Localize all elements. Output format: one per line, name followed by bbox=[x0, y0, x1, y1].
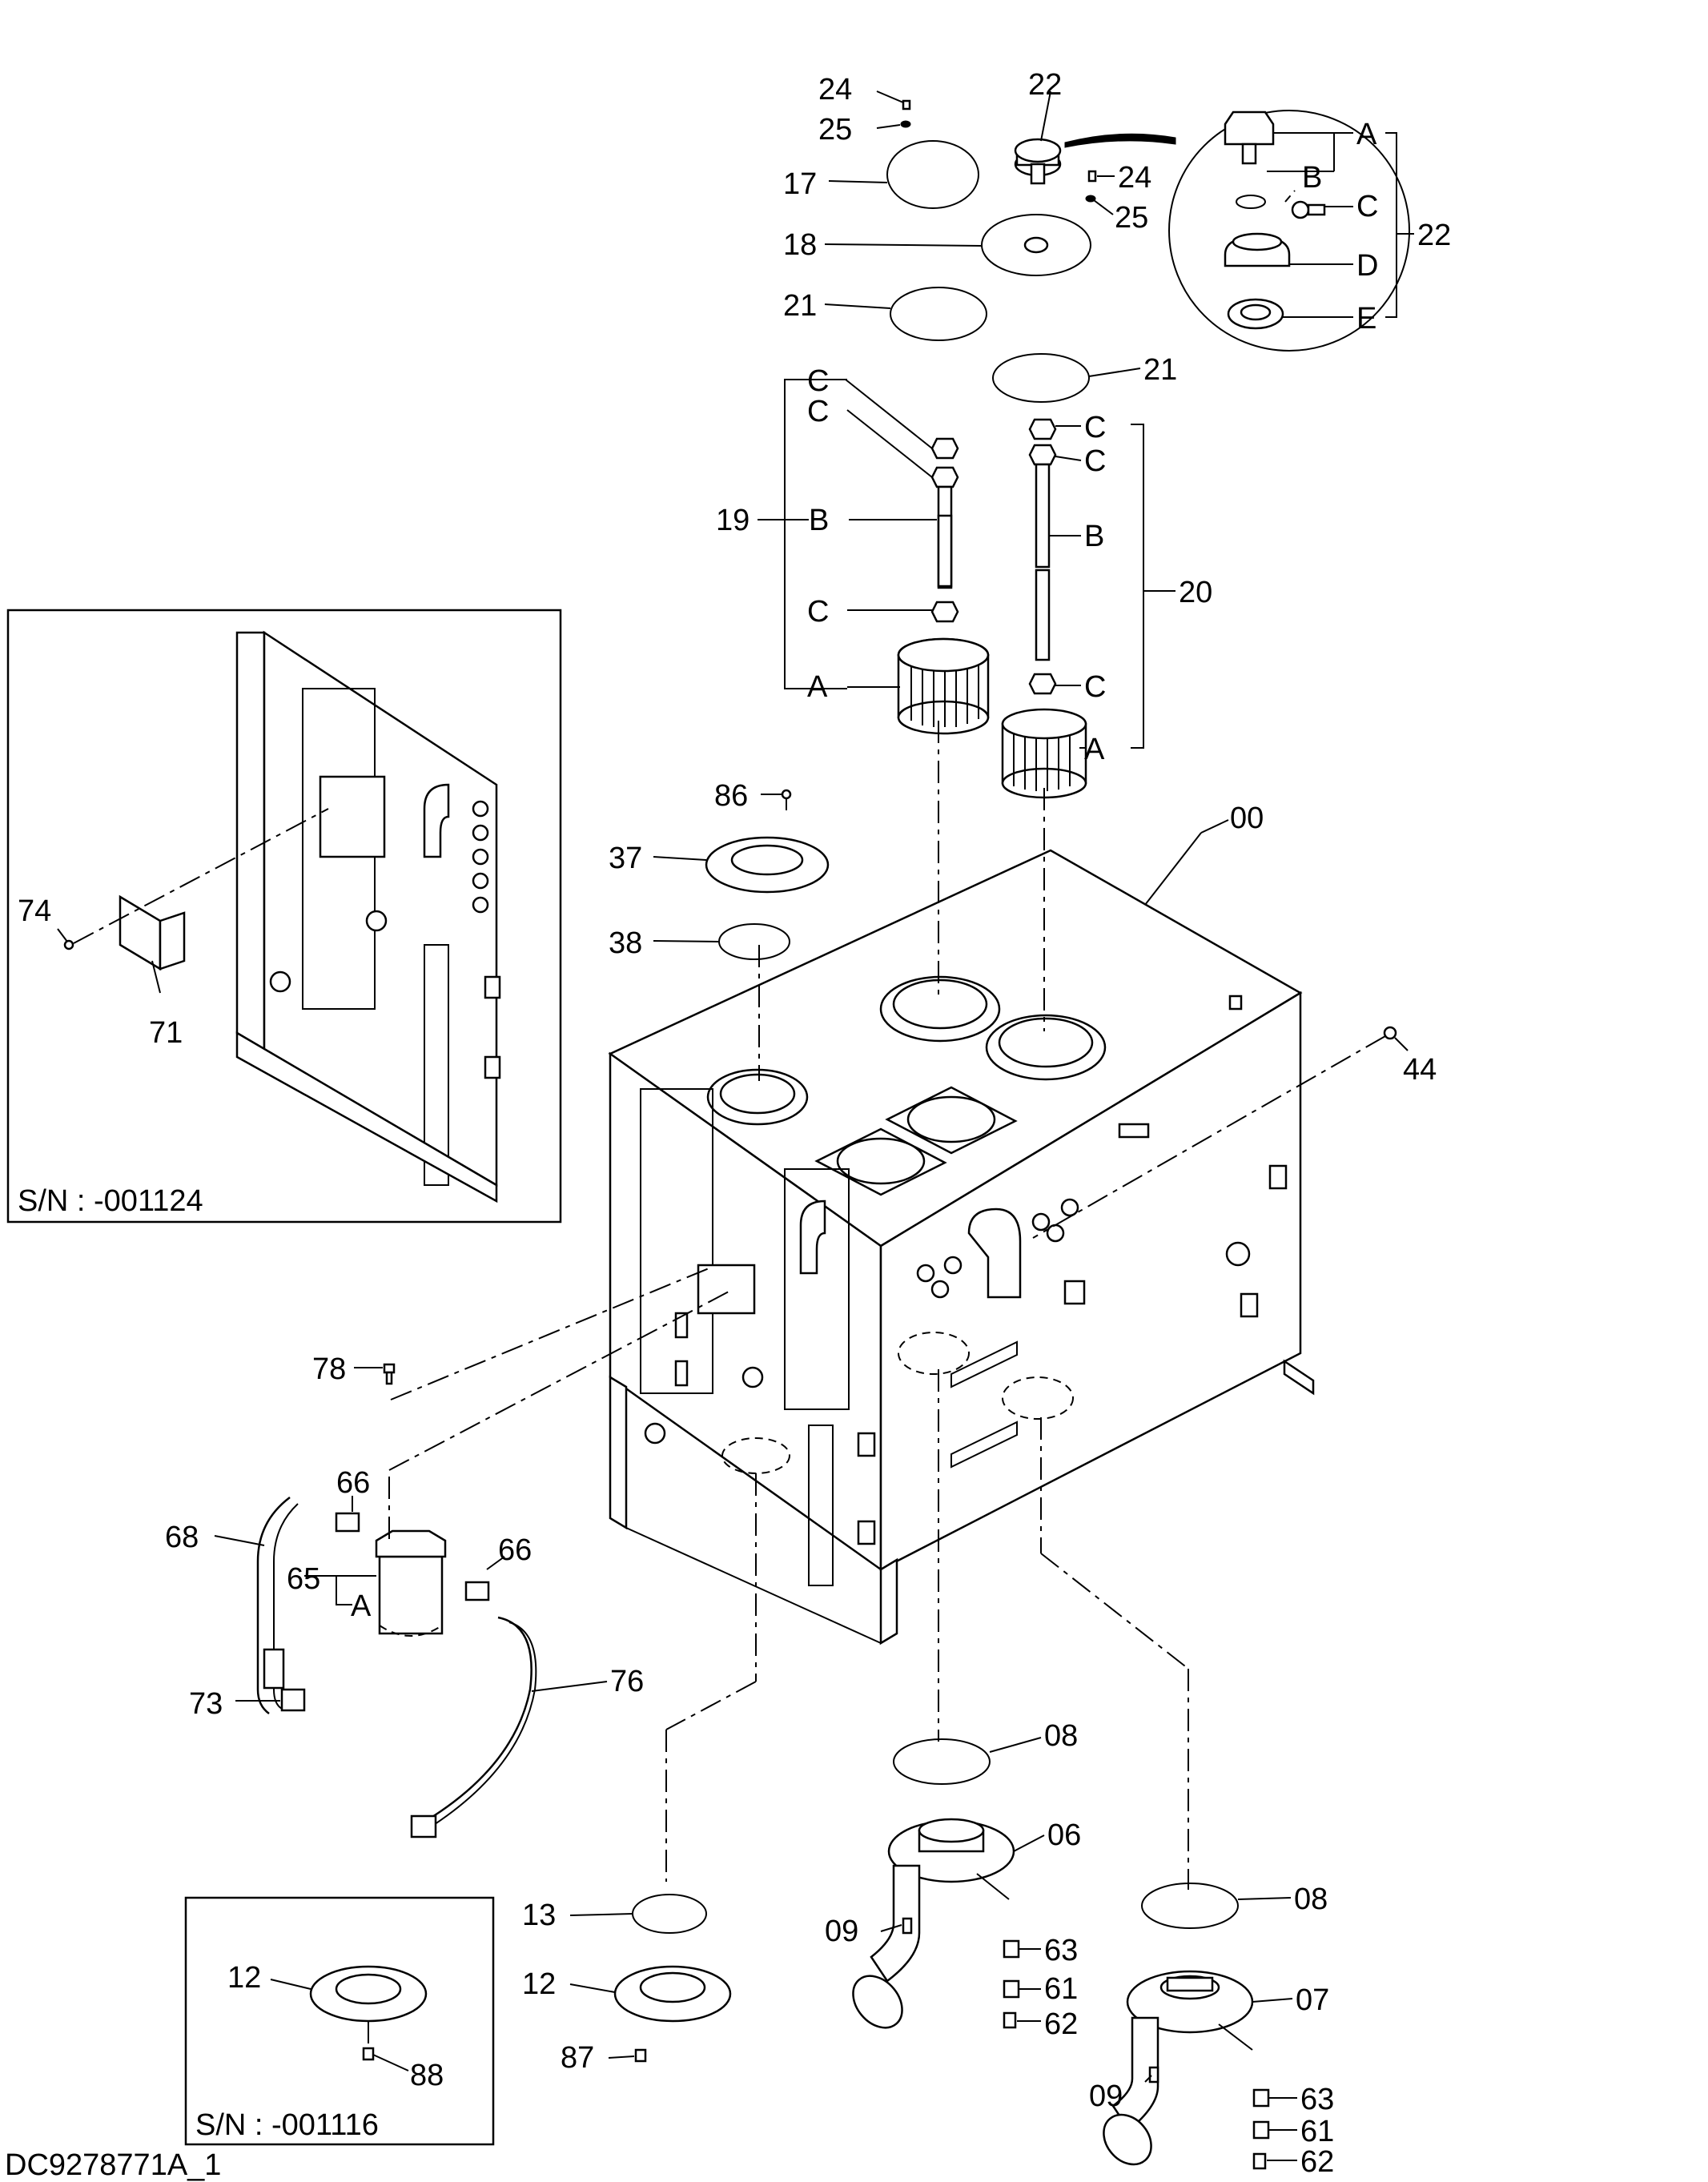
label-13: 13 bbox=[522, 1899, 556, 1932]
label-19C1: C bbox=[807, 364, 829, 398]
label-66b: 66 bbox=[498, 1533, 532, 1567]
tank-bolts bbox=[354, 1026, 1409, 1400]
inset-bottom-serial: S/N : -001116 bbox=[195, 2108, 379, 2142]
label-20C2: C bbox=[1084, 444, 1106, 478]
label-62a: 62 bbox=[1044, 2007, 1078, 2041]
label-19A: A bbox=[807, 670, 828, 704]
label-09b: 09 bbox=[1089, 2080, 1123, 2113]
label-44: 44 bbox=[1403, 1053, 1437, 1087]
label-22C: C bbox=[1356, 190, 1378, 223]
label-62b: 62 bbox=[1300, 2145, 1334, 2179]
misc-leaders bbox=[1144, 819, 1229, 906]
upper-left-flange-parts bbox=[653, 789, 830, 960]
label-19C3: C bbox=[807, 595, 829, 629]
label-88: 88 bbox=[410, 2059, 444, 2092]
inset-box-top bbox=[6, 609, 562, 1224]
label-20C3: C bbox=[1084, 670, 1106, 704]
label-22B: B bbox=[1302, 161, 1322, 195]
label-61a: 61 bbox=[1044, 1972, 1078, 2006]
label-78: 78 bbox=[312, 1352, 346, 1386]
label-12a: 12 bbox=[522, 1967, 556, 2001]
label-25b: 25 bbox=[1115, 201, 1148, 235]
label-22a: 22 bbox=[1028, 68, 1062, 102]
main-tank bbox=[608, 849, 1315, 1646]
label-65: 65 bbox=[287, 1562, 320, 1596]
filter-65-hoses bbox=[214, 1290, 731, 1838]
label-63b: 63 bbox=[1300, 2083, 1334, 2116]
label-74: 74 bbox=[18, 894, 51, 928]
lower-suction-parts bbox=[270, 721, 1297, 2170]
label-87: 87 bbox=[561, 2041, 594, 2075]
label-37: 37 bbox=[609, 842, 642, 875]
label-17: 17 bbox=[783, 167, 817, 201]
label-12b: 12 bbox=[227, 1961, 261, 1995]
label-22E: E bbox=[1356, 302, 1376, 336]
label-00: 00 bbox=[1230, 802, 1264, 835]
inset-box-bottom bbox=[184, 1896, 495, 2146]
label-25a: 25 bbox=[818, 113, 852, 147]
label-24a: 24 bbox=[818, 73, 852, 106]
label-07: 07 bbox=[1296, 1983, 1329, 2017]
label-73: 73 bbox=[189, 1687, 223, 1721]
label-71: 71 bbox=[149, 1016, 183, 1050]
label-19: 19 bbox=[716, 504, 750, 537]
label-24b: 24 bbox=[1118, 161, 1151, 195]
label-68: 68 bbox=[165, 1521, 199, 1554]
part-22-detail-circle bbox=[1064, 110, 1414, 352]
inset-top-panel bbox=[57, 630, 501, 1204]
label-63a: 63 bbox=[1044, 1934, 1078, 1967]
label-61b: 61 bbox=[1300, 2115, 1334, 2148]
label-20: 20 bbox=[1179, 576, 1212, 609]
label-21b: 21 bbox=[1143, 353, 1177, 387]
label-21a: 21 bbox=[783, 289, 817, 323]
label-20A: A bbox=[1084, 733, 1105, 766]
label-38: 38 bbox=[609, 926, 642, 960]
label-06: 06 bbox=[1047, 1818, 1081, 1852]
label-08b: 08 bbox=[1294, 1883, 1328, 1916]
label-18: 18 bbox=[783, 228, 817, 262]
label-20C1: C bbox=[1084, 411, 1106, 444]
label-08a: 08 bbox=[1044, 1719, 1078, 1753]
part-20-filter-assembly bbox=[1001, 418, 1176, 799]
label-20B: B bbox=[1084, 520, 1104, 553]
part-number-labels: 24 25 22 17 24 25 18 21 21 A B C D E 22 … bbox=[18, 68, 1451, 2179]
label-65A: A bbox=[351, 1589, 372, 1623]
label-09a: 09 bbox=[825, 1915, 858, 1948]
label-76: 76 bbox=[610, 1665, 644, 1698]
label-22b: 22 bbox=[1417, 219, 1451, 252]
label-19B: B bbox=[809, 504, 829, 537]
drawing-code: DC9278771A_1 bbox=[5, 2148, 221, 2182]
inset-top-serial: S/N : -001124 bbox=[18, 1184, 203, 1218]
label-19C2: C bbox=[807, 395, 829, 428]
label-66a: 66 bbox=[336, 1466, 370, 1500]
label-22A: A bbox=[1356, 118, 1377, 151]
part-19-filter-assembly bbox=[758, 379, 990, 735]
upper-cover-parts bbox=[824, 90, 1141, 403]
label-86: 86 bbox=[714, 779, 748, 813]
label-22D: D bbox=[1356, 249, 1378, 283]
